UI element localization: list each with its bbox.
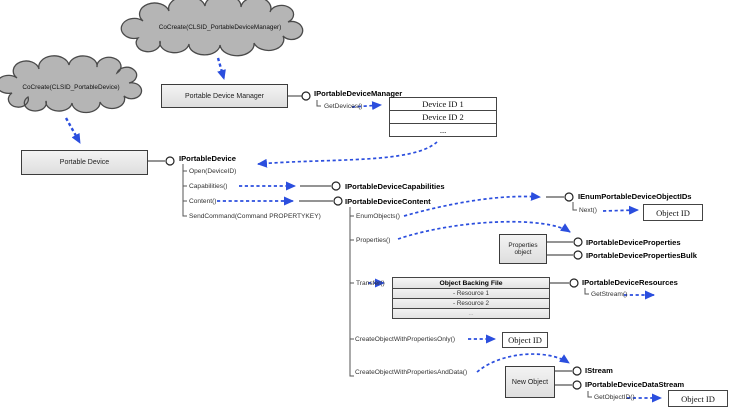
object-backing-file-title: Object Backing File [392, 277, 550, 289]
cocreate-device-cloud-label: CoCreate(CLSID_PortableDevice) [22, 84, 120, 91]
object-id-box-next: Object ID [643, 204, 703, 221]
resource-row: - Resource 2 [392, 299, 550, 309]
iface-portabledevice: IPortableDevice [179, 154, 236, 163]
resource-row: - Resource 1 [392, 289, 550, 299]
new-object-box: New Object [505, 366, 555, 398]
iface-properties-bulk: IPortableDevicePropertiesBulk [586, 251, 697, 260]
cocreate-manager-cloud-label: CoCreate(CLSID_PortableDeviceManager) [158, 24, 282, 31]
object-id-box-create: Object ID [502, 332, 548, 348]
device-id-list: Device ID 1 Device ID 2 ... [389, 97, 497, 137]
arrow-next [602, 205, 639, 215]
method-getstream: GetStream() [591, 291, 628, 298]
method-content: Content() [189, 198, 217, 205]
method-getdevices: GetDevices() [324, 103, 363, 110]
arrow-cocreate-manager [216, 57, 226, 80]
iface-portabledevicemanager: IPortableDeviceManager [314, 89, 403, 98]
arrow-enumobjects [403, 191, 541, 217]
portable-device-box: Portable Device [21, 150, 148, 175]
properties-object-box: Properties object [499, 234, 547, 264]
iface-resources: IPortableDeviceResources [582, 278, 678, 287]
arrow-cocreate-device [64, 117, 82, 144]
method-transfer: Transfer() [356, 280, 385, 287]
device-id-row: Device ID 2 [389, 110, 497, 124]
method-sendcommand: SendCommand(Command PROPERTYKEY) [189, 213, 321, 220]
method-getobjectid: GetObjectID() [594, 394, 635, 401]
device-id-row: ... [389, 123, 497, 137]
resource-row: ... [392, 309, 550, 319]
method-open: Open(DeviceID) [189, 168, 237, 175]
cocreate-device-cloud [0, 55, 143, 114]
object-id-box-getobjectid: Object ID [668, 390, 728, 407]
portable-device-manager-box: Portable Device Manager [161, 84, 288, 108]
object-backing-file-box: Object Backing File - Resource 1 - Resou… [392, 277, 550, 319]
iface-content: IPortableDeviceContent [345, 197, 431, 206]
method-create-data: CreateObjectWithPropertiesAndData() [355, 369, 468, 376]
arrow-create-data [476, 353, 570, 373]
call-arrows [64, 57, 662, 403]
interface-lollipops [165, 91, 583, 390]
cocreate-manager-cloud [120, 0, 304, 57]
iface-enum-objectids: IEnumPortableDeviceObjectIDs [578, 192, 692, 201]
method-capabilities: Capabilities() [189, 183, 228, 190]
iface-properties: IPortableDeviceProperties [586, 238, 681, 247]
arrow-getdevices [351, 101, 382, 111]
arrow-deviceid-to-open [257, 141, 438, 168]
method-create-only: CreateObjectWithPropertiesOnly() [355, 336, 456, 343]
method-properties: Properties() [356, 237, 391, 244]
lollipop-stems [148, 95, 573, 386]
iface-capabilities: IPortableDeviceCapabilities [345, 182, 445, 191]
device-id-row: Device ID 1 [389, 97, 497, 111]
iface-istream: IStream [585, 366, 613, 375]
method-next: Next() [579, 207, 597, 214]
arrow-properties [397, 220, 571, 240]
method-enumobjects: EnumObjects() [356, 213, 400, 220]
iface-datastream: IPortableDeviceDataStream [585, 380, 685, 389]
method-tree-lines [182, 100, 592, 398]
